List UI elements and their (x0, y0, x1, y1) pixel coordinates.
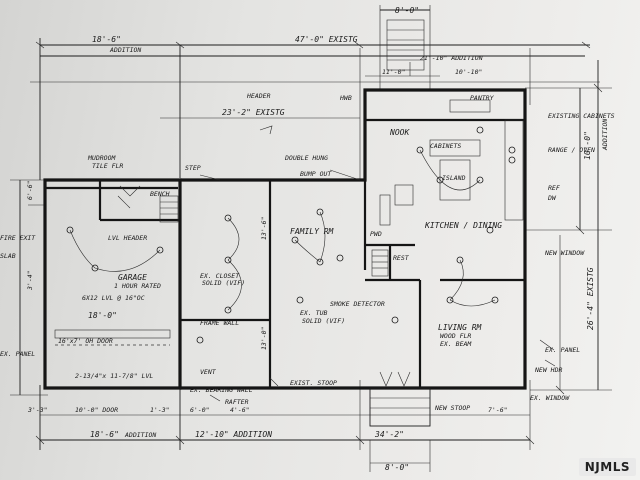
label-family-sub: FRAME WALL (200, 319, 239, 327)
room-labels: MUDROOM TILE FLR BENCH GARAGE 1 HOUR RAT… (0, 92, 615, 412)
label-bench: BENCH (150, 190, 170, 198)
dim-bottom-mid: 12'-10" ADDITION (195, 430, 272, 439)
njmls-watermark: NJMLS (578, 458, 636, 476)
label-garage-sub: 1 HOUR RATED (114, 282, 161, 290)
bottom-dimension-lines (35, 380, 535, 472)
dim-left-a: 6'-6" (26, 180, 34, 200)
dim-bottom-bay: 8'-0" (385, 463, 409, 472)
label-nook: NOOK (389, 128, 410, 137)
label-smoke: SMOKE DETECTOR (330, 300, 385, 308)
label-ex-window: EX. WINDOW (530, 394, 570, 402)
dim-d5: 3'-3" (27, 406, 48, 414)
kitchen-fixtures (379, 99, 524, 226)
dim-addition-left: 11'-0" (382, 68, 405, 76)
exterior-walls (43, 88, 527, 390)
label-living-sub2: EX. BEAM (440, 340, 472, 348)
label-ref: REF (548, 184, 560, 192)
label-cabinet-note: EXISTING CABINETS (548, 112, 615, 120)
label-exist-stoop: EXIST. STOOP (290, 379, 337, 387)
dim-existg-mid: 23'-2" EXISTG (222, 108, 285, 117)
label-hwb: HWB (339, 94, 352, 102)
label-family-rm: FAMILY RM (290, 227, 335, 236)
label-living: LIVING RM (438, 323, 483, 332)
label-rafter: RAFTER (225, 398, 249, 406)
dim-garage-width: 18'-0" (88, 311, 117, 320)
wiring-arcs (69, 149, 496, 311)
misc-marks (117, 125, 556, 402)
label-garage: GARAGE (118, 273, 147, 282)
label-ex-panel2: EX. PANEL (545, 346, 580, 354)
label-mudroom-sub: TILE FLR (92, 162, 123, 170)
dimension-text: 18'-6" ADDITION 47'-0" EXISTG 8'-0" 21'-… (26, 6, 609, 472)
top-bay-window (379, 5, 431, 90)
dim-bottom-overall: 34'-2" (374, 430, 404, 439)
label-range: RANGE / OVEN (548, 146, 595, 154)
light-fixtures (66, 126, 499, 344)
label-kitchen: KITCHEN / DINING (424, 221, 502, 230)
stairs (159, 195, 389, 277)
dim-top-left-sub: ADDITION (109, 46, 141, 54)
dim-bottom-left-sub: ADDITION (124, 431, 156, 439)
label-bump-out: BUMP OUT (300, 170, 332, 178)
label-rest: REST (393, 254, 410, 262)
label-ex-closet-sub: SOLID (VIF) (202, 279, 245, 287)
label-cabinets: CABINETS (430, 142, 461, 150)
label-garage-dim: 6X12 LVL @ 16"OC (82, 294, 145, 302)
label-slab: SLAB (0, 252, 16, 260)
label-ex-tub: EX. TUB (300, 309, 327, 317)
label-pantry: PANTRY (470, 94, 495, 102)
dim-d1: 1'-3" (150, 406, 170, 414)
top-dimension-lines (30, 38, 600, 180)
label-fire-exit: FIRE EXIT (0, 234, 36, 242)
label-oh-door: 16'x7' OH DOOR (58, 337, 113, 345)
label-step: STEP (185, 164, 201, 172)
dim-addition-top-sub: 10'-10" (455, 68, 482, 76)
label-garage-header: LVL HEADER (108, 234, 147, 242)
dim-d4: 7'-6" (488, 406, 508, 414)
dim-right-addition: ADDITION (601, 119, 609, 151)
dim-bay-top: 8'-0" (395, 6, 419, 15)
label-island: ISLAND (442, 174, 466, 182)
front-stoop (369, 371, 431, 427)
dim-right-overall: 26'-4" EXISTG (586, 267, 595, 330)
label-mudroom: MUDROOM (87, 154, 116, 162)
label-header-l: HEADER (246, 92, 271, 100)
dim-fr-a: 13'-6" (260, 217, 268, 240)
label-new-window: NEW WINDOW (544, 249, 585, 257)
label-pwd: PWD (370, 230, 382, 238)
label-living-sub: WOOD FLR (440, 332, 471, 340)
dim-top-overall: 47'-0" EXISTG (295, 35, 358, 44)
label-ex-bearing: EX. BEARING WALL (190, 386, 253, 394)
label-ex-panel: EX. PANEL (0, 350, 35, 358)
label-new-hdr: NEW HDR (534, 366, 562, 374)
dim-bottom-left: 18'-6" (90, 430, 119, 439)
label-vent: VENT (200, 368, 217, 376)
garage-door (54, 329, 171, 346)
label-ex-closet: EX. CLOSET (200, 272, 240, 280)
dim-door: 10'-0" DOOR (75, 406, 118, 414)
dim-d3: 4'-6" (230, 406, 250, 414)
dim-right-side: 10'-0" (583, 131, 592, 160)
label-dw: DW (547, 194, 557, 202)
dim-d2: 6'-0" (190, 406, 210, 414)
label-new-stoop: NEW STOOP (434, 404, 470, 412)
right-dimension-lines (525, 60, 612, 395)
dim-fr-b: 13'-0" (260, 327, 268, 350)
label-oh-sub: 2-13/4"x 11-7/8" LVL (75, 372, 153, 380)
dim-top-left: 18'-6" (92, 35, 121, 44)
dim-addition-top: 21'-10" ADDITION (420, 54, 483, 62)
label-ex-tub-sub: SOLID (VIF) (302, 317, 345, 325)
dim-left-b: 3'-4" (26, 270, 34, 291)
label-double-hung: DOUBLE HUNG (284, 154, 328, 162)
left-dimension-lines (10, 179, 48, 396)
